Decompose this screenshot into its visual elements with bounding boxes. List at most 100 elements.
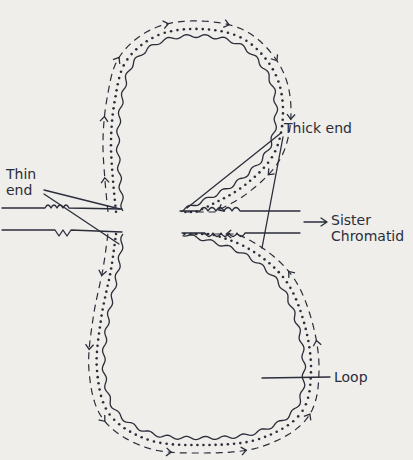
matrix-dot <box>111 168 114 171</box>
matrix-dot <box>140 436 143 439</box>
matrix-dot <box>271 156 274 159</box>
matrix-dot <box>176 29 179 32</box>
matrix-dot <box>157 34 160 37</box>
direction-arrowhead <box>265 168 274 177</box>
matrix-dot <box>201 208 204 211</box>
matrix-dot <box>105 290 108 293</box>
matrix-dot <box>281 125 284 128</box>
matrix-dot <box>297 304 300 307</box>
matrix-dot <box>264 436 267 439</box>
matrix-dot <box>110 125 113 128</box>
matrix-dot <box>236 242 239 245</box>
matrix-dot <box>100 314 103 317</box>
matrix-dot <box>113 198 116 201</box>
matrix-dot <box>301 316 304 319</box>
matrix-dot <box>190 444 193 447</box>
matrix-dot <box>123 427 126 430</box>
matrix-dot <box>111 113 114 116</box>
matrix-dot <box>277 80 280 83</box>
matrix-dot <box>295 298 298 301</box>
matrix-dot <box>96 370 99 373</box>
matrix-dot <box>286 281 289 284</box>
matrix-dot <box>227 443 230 446</box>
matrix-dot <box>114 204 117 207</box>
matrix-dot <box>223 197 226 200</box>
matrix-dot <box>260 52 263 55</box>
matrix-dot <box>165 442 168 445</box>
leader-line <box>262 377 330 378</box>
matrix-dot <box>307 340 310 343</box>
chromatid-axis <box>2 230 122 236</box>
direction-arrowhead <box>99 415 108 424</box>
matrix-dot <box>114 95 117 98</box>
matrix-dot <box>130 53 133 56</box>
chromatid-axis <box>180 208 300 212</box>
matrix-dot <box>309 377 312 380</box>
matrix-dot <box>153 440 156 443</box>
matrix-dot <box>109 273 112 276</box>
matrix-dot <box>113 418 116 421</box>
matrix-dot <box>163 32 166 35</box>
matrix-dot <box>308 390 311 393</box>
matrix-dot <box>234 191 237 194</box>
matrix-dot <box>98 332 101 335</box>
matrix-dot <box>99 326 102 329</box>
matrix-dot <box>245 39 248 42</box>
matrix-dot <box>196 444 199 447</box>
matrix-dot <box>299 310 302 313</box>
matrix-dot <box>304 328 307 331</box>
direction-line <box>89 234 319 453</box>
matrix-dot <box>212 202 215 205</box>
matrix-dot <box>239 442 242 445</box>
matrix-dot <box>105 407 108 410</box>
matrix-dot <box>112 250 115 253</box>
matrix-dot <box>96 351 99 354</box>
matrix-dot <box>267 161 270 164</box>
matrix-dot <box>310 365 313 368</box>
direction-arrowhead <box>312 340 321 346</box>
matrix-dot <box>278 138 281 141</box>
direction-arrowhead <box>304 412 313 420</box>
matrix-dot <box>273 266 276 269</box>
matrix-dot <box>118 423 121 426</box>
matrix-dot <box>106 284 109 287</box>
matrix-dot <box>201 28 204 31</box>
matrix-dot <box>279 86 282 89</box>
matrix-dot <box>292 420 295 423</box>
matrix-dot <box>103 302 106 305</box>
leader-line <box>187 133 281 208</box>
part-label: Loop <box>334 369 394 385</box>
matrix-dot <box>206 205 209 208</box>
matrix-dot <box>96 344 99 347</box>
matrix-dot <box>114 238 117 241</box>
matrix-dot <box>233 33 236 36</box>
matrix-dot <box>208 444 211 447</box>
matrix-dot <box>97 382 100 385</box>
matrix-dot <box>309 358 312 361</box>
matrix-dot <box>292 292 295 295</box>
matrix-dot <box>252 439 255 442</box>
matrix-dot <box>99 320 102 323</box>
matrix-dot <box>220 30 223 33</box>
matrix-dot <box>104 296 107 299</box>
matrix-dot <box>251 43 254 46</box>
matrix-dot <box>242 244 245 247</box>
matrix-dot <box>178 443 181 446</box>
matrix-dot <box>230 239 233 242</box>
matrix-dot <box>218 235 221 238</box>
matrix-dot <box>98 388 101 391</box>
matrix-dot <box>184 211 187 214</box>
matrix-dot <box>140 44 143 47</box>
direction-arrowhead <box>217 204 225 213</box>
matrix-dot <box>202 444 205 447</box>
matrix-dot <box>297 415 300 418</box>
direction-arrowhead <box>286 269 295 278</box>
matrix-dot <box>208 28 211 31</box>
matrix-dot <box>280 131 283 134</box>
leader-line <box>44 190 120 209</box>
matrix-dot <box>110 144 113 147</box>
matrix-dot <box>220 443 223 446</box>
matrix-dot <box>189 28 192 31</box>
direction-arrowhead <box>101 177 109 183</box>
matrix-dot <box>145 40 148 43</box>
